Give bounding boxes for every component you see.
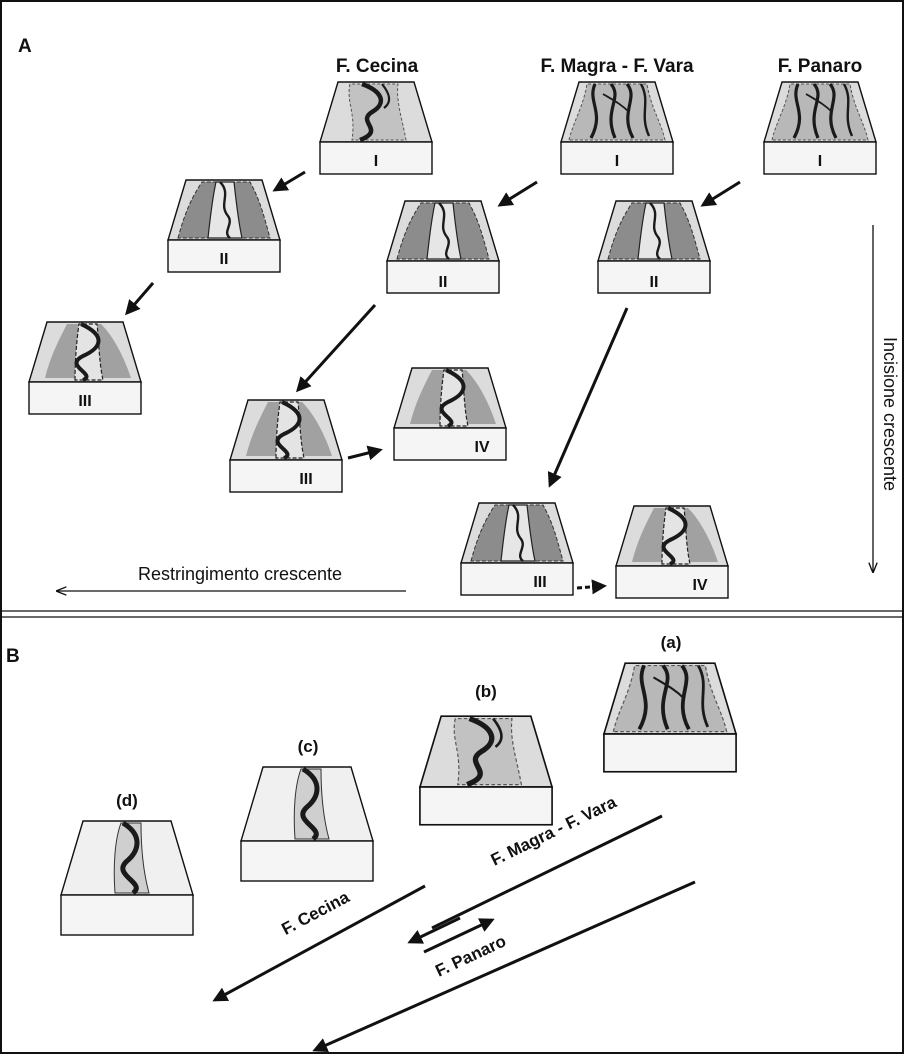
panel-a-arrows bbox=[125, 170, 741, 595]
arrow-magra-1-2 bbox=[497, 180, 538, 207]
arrow-panaro-3-4 bbox=[576, 579, 607, 595]
block-b-d bbox=[61, 821, 193, 935]
arrow-cecina-2-3 bbox=[125, 282, 155, 316]
arrow-magra-2-3 bbox=[295, 303, 377, 393]
block-label-panaro-2: II bbox=[650, 274, 659, 291]
arrow-panaro-1-2 bbox=[700, 180, 741, 207]
trend-arrow-magra-back bbox=[407, 916, 461, 944]
block-label-b-b: (b) bbox=[475, 682, 497, 701]
block-label-panaro-3: III bbox=[533, 574, 546, 591]
column-header-panaro: F. Panaro bbox=[778, 56, 862, 77]
trend-label-panaro: F. Panaro bbox=[432, 931, 509, 980]
block-b-c bbox=[241, 767, 373, 881]
incision-axis-label: Incisione crescente bbox=[880, 337, 900, 491]
block-magra-3 bbox=[228, 398, 344, 494]
block-panaro-3 bbox=[459, 501, 575, 597]
block-label-cecina-1: I bbox=[374, 153, 378, 170]
panel-a-letter: A bbox=[18, 36, 32, 57]
block-b-b bbox=[420, 716, 552, 825]
column-header-cecina: F. Cecina bbox=[336, 56, 419, 77]
block-label-magra-4: IV bbox=[474, 439, 489, 456]
trend-arrow-panaro bbox=[312, 880, 696, 1053]
trend-arrow-magra-forward bbox=[423, 918, 495, 954]
narrowing-axis-label: Restringimento crescente bbox=[138, 564, 342, 584]
block-label-b-c: (c) bbox=[298, 737, 319, 756]
block-panaro-4 bbox=[614, 504, 730, 600]
block-label-cecina-3: III bbox=[78, 393, 91, 410]
block-label-panaro-4: IV bbox=[692, 577, 707, 594]
arrow-cecina-1-2 bbox=[272, 170, 306, 192]
panel-b-letter: B bbox=[6, 646, 20, 667]
arrow-magra-3-4 bbox=[347, 445, 383, 461]
block-label-magra-1: I bbox=[615, 153, 619, 170]
block-label-b-d: (d) bbox=[116, 791, 138, 810]
block-label-magra-2: II bbox=[439, 274, 448, 291]
panel-b-arrows bbox=[212, 814, 696, 1053]
block-label-magra-3: III bbox=[299, 471, 312, 488]
block-label-b-a: (a) bbox=[661, 633, 682, 652]
block-label-cecina-2: II bbox=[220, 251, 229, 268]
trend-arrow-cecina bbox=[212, 884, 426, 1002]
trend-arrow-magra-line bbox=[431, 814, 663, 930]
block-b-a bbox=[602, 661, 738, 774]
block-label-panaro-1: I bbox=[818, 153, 822, 170]
column-header-magra-vara: F. Magra - F. Vara bbox=[540, 56, 694, 77]
arrow-panaro-2-3 bbox=[547, 307, 629, 488]
